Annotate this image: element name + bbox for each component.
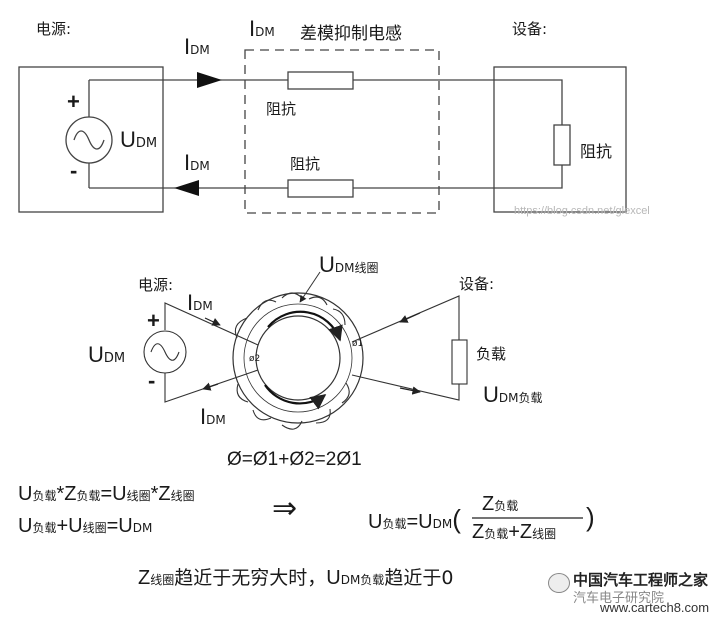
brand-url: www.cartech8.com [600, 600, 710, 615]
brand-sub: 汽车电子研究院 [573, 590, 665, 605]
conclusion-sentence: Z线圈趋近于无穷大时，UDM负载趋近于0 [138, 567, 454, 589]
u-dm-source-label-2: UDM [88, 342, 126, 367]
u-coil-leader [299, 271, 321, 303]
ac-wave-2 [150, 343, 180, 361]
left-lead-top [164, 302, 259, 346]
toroid-mid [243, 303, 353, 413]
minus-sign: - [70, 158, 78, 183]
ac-wave [73, 130, 105, 150]
device-label: 设备: [512, 20, 548, 38]
watermark-url: https://blog.csdn.net/glexcel [514, 205, 650, 217]
plus-sign-2: + [147, 308, 160, 333]
arrow-i-bottom [202, 382, 219, 391]
resistor-top [287, 71, 354, 90]
device-box [493, 66, 627, 213]
i-dm-top-label-2: IDM [187, 290, 213, 315]
flux-arc-bottom [264, 384, 327, 410]
toroid-inner [255, 315, 341, 401]
top-circuit [18, 49, 627, 214]
top-wire [89, 79, 563, 125]
close-paren: ) [586, 502, 595, 532]
phi1-label: ø1 [352, 339, 364, 349]
right-lead-bottom [351, 374, 460, 401]
i-dm-bottom-label: IDM [184, 150, 210, 175]
arrow-right-bottom [399, 386, 421, 395]
left-lead-bottom [164, 369, 259, 403]
impedance-top-label: 阻抗 [266, 100, 297, 118]
load-resistor [451, 339, 468, 385]
ac-source-symbol-2 [143, 330, 187, 374]
u-dm-load-label: UDM负载 [483, 382, 543, 407]
source-label: 电源: [36, 20, 72, 38]
result-lhs: U负载=UDM( [368, 504, 461, 534]
i-dm-choke-label: IDM [249, 16, 275, 41]
fraction-denominator: Z负载+Z线圈 [472, 521, 557, 543]
load-label: 负载 [476, 345, 507, 363]
bottom-circuit [143, 292, 468, 430]
device-resistor [553, 124, 571, 166]
u-dm-source-label: UDM [120, 127, 158, 152]
arrow-top [197, 72, 222, 88]
equation-2: U负载+U线圈=UDM [18, 515, 153, 537]
equation-1: U负载*Z负载=U线圈*Z线圈 [18, 483, 195, 505]
arrow-right-top [399, 312, 421, 323]
ac-source-symbol [65, 116, 113, 164]
brand-logo-icon [548, 573, 570, 593]
toroid-outer [232, 292, 364, 424]
device-label-2: 设备: [459, 275, 495, 293]
arrow-i-top [204, 317, 221, 326]
flux-equation: Ø=Ø1+Ø2=2Ø1 [227, 449, 362, 470]
source-label-2: 电源: [138, 276, 174, 294]
resistor-bottom [287, 179, 354, 198]
bottom-wire [89, 165, 563, 189]
phi2-label: ø2 [249, 354, 261, 364]
impedance-device-label: 阻抗 [580, 142, 613, 161]
toroid-windings [234, 292, 350, 430]
fraction-numerator: Z负载 [482, 493, 519, 515]
i-dm-top-label: IDM [184, 34, 210, 59]
flux-arc-top [267, 310, 343, 342]
plus-sign: + [67, 89, 80, 114]
choke-dashed-box [244, 49, 440, 214]
choke-title: 差模抑制电感 [300, 24, 402, 44]
i-dm-bottom-label-2: IDM [200, 404, 226, 429]
minus-sign-2: - [148, 368, 156, 393]
right-lead-top [351, 295, 460, 343]
arrow-bottom [174, 180, 199, 196]
u-dm-coil-label: UDM线圈 [319, 252, 379, 277]
brand-name: 中国汽车工程师之家 [573, 571, 709, 589]
implies-symbol: ⇒ [272, 491, 298, 526]
source-box [18, 66, 164, 213]
impedance-bottom-label: 阻抗 [290, 155, 321, 173]
